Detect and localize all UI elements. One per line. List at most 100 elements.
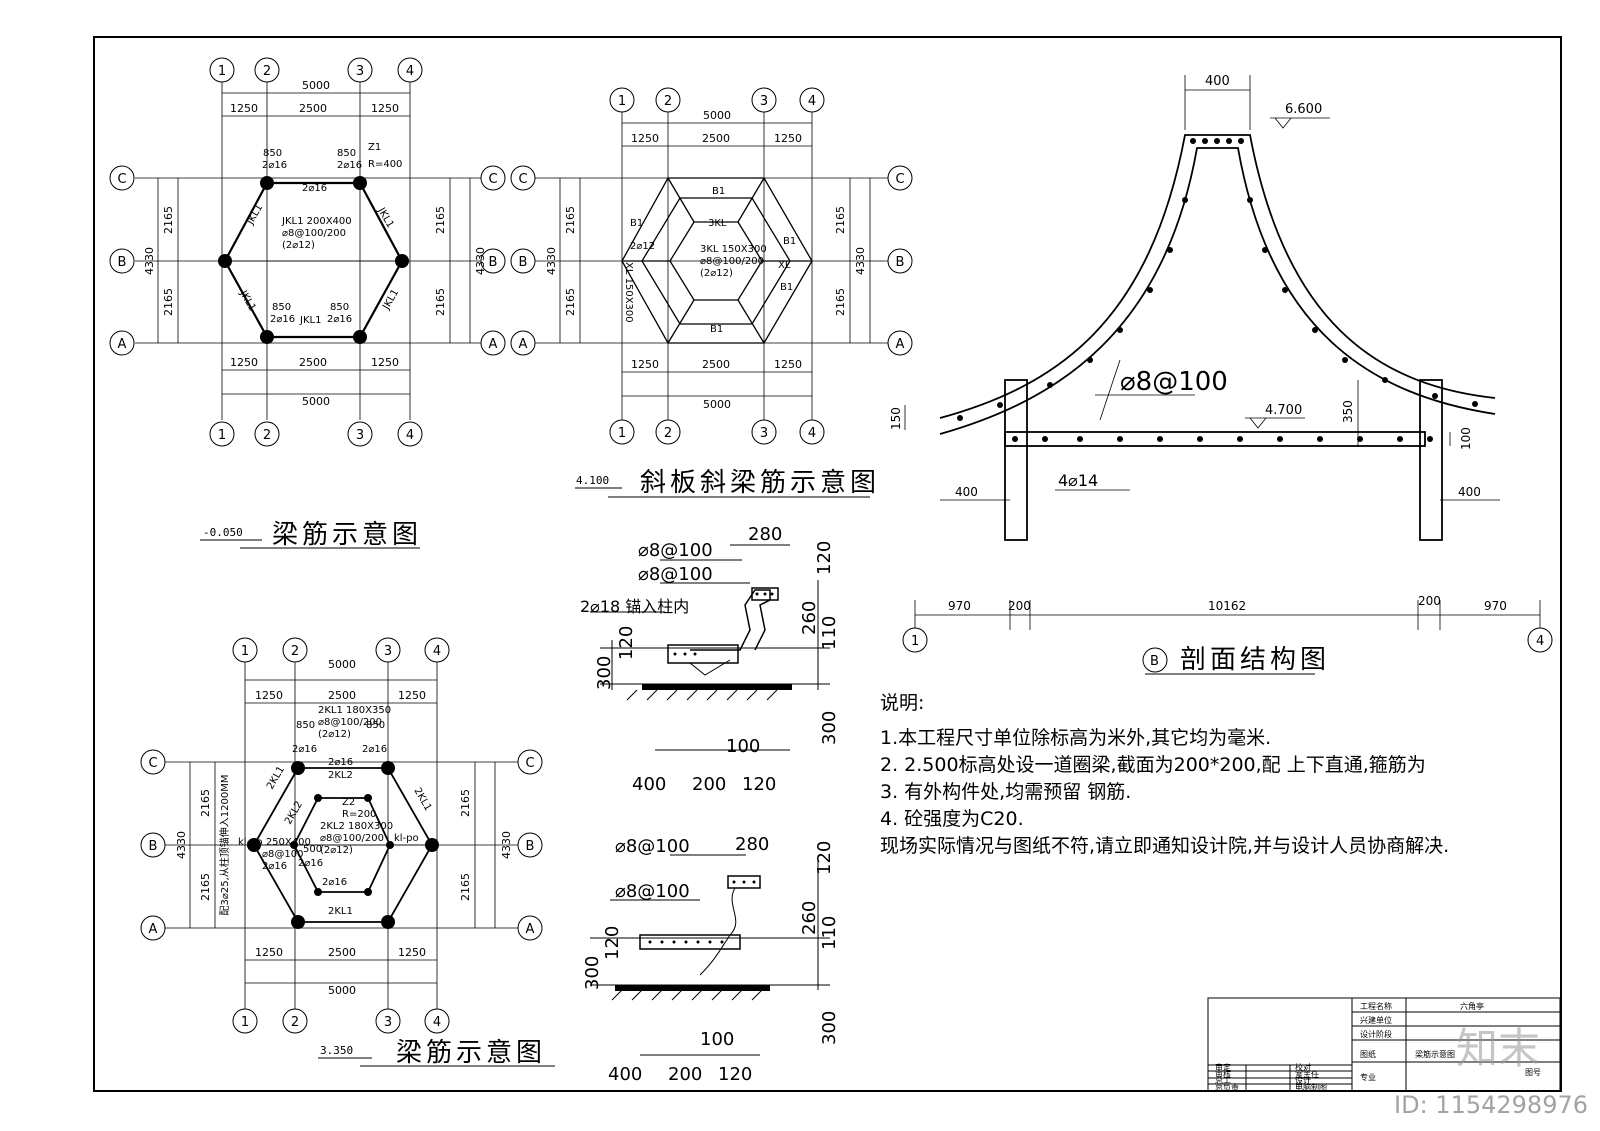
- p3-col-2-bot: 2: [291, 1015, 299, 1030]
- d2-dim-110: 110: [819, 916, 840, 950]
- tb-left-2: 总工: [1215, 1075, 1231, 1085]
- note-1: 1.本工程尺寸单位除标高为米外,其它均为毫米.: [880, 727, 1272, 749]
- p1-col-4-top: 4: [406, 64, 414, 79]
- tb-right-2: 设计阶段: [1360, 1029, 1392, 1039]
- p2-title: 斜板斜梁筋示意图: [640, 468, 880, 498]
- plan-3: 1 2 3 4 1 2 3 4 C B A C B A 5000 1250 25…: [140, 637, 555, 1068]
- p2-label-3kl: 3KL 150X300: [700, 244, 767, 255]
- p3-dim-total-bot: 5000: [328, 984, 356, 997]
- p2-row-b-right: B: [896, 255, 905, 270]
- watermark-id: ID: 1154298976: [1394, 1091, 1588, 1119]
- p3-label-2kl2-top: 2KL2: [328, 770, 353, 781]
- p3-label-2d16-e: 2⌀16: [322, 877, 347, 888]
- note-3: 3. 有外构件处,均需预留 钢筋.: [880, 781, 1132, 803]
- p2-row-c-right: C: [895, 172, 904, 187]
- p2-label-b1-d: B1: [710, 324, 723, 335]
- tb-right-4: 专业: [1360, 1072, 1376, 1082]
- d2-dim-280: 280: [735, 834, 769, 855]
- p3-label-2kl1: 2KL1 180X350: [318, 705, 391, 716]
- sec-rebar: ⌀8@100: [1120, 367, 1228, 397]
- p2-label-b1-a: B1: [630, 218, 643, 229]
- p1-row-b-right: B: [489, 255, 498, 270]
- sec-rebar-bottom: 4⌀14: [1058, 471, 1098, 490]
- sec-axis-4: 4: [1536, 634, 1544, 649]
- p3-label-2kl1-bot: 2KL1: [328, 906, 353, 917]
- p3-label-2d16-b: 2⌀16: [362, 744, 387, 755]
- p3-label-stirrup-a: ⌀8@100/200: [318, 717, 382, 728]
- p3-col-3-bot: 3: [384, 1015, 392, 1030]
- p2-dim-x3-bot: 1250: [774, 358, 802, 371]
- p1-dim-total-bot: 5000: [302, 395, 330, 408]
- p3-row-c-left: C: [148, 756, 157, 771]
- p1-label-850-a: 850: [263, 148, 282, 159]
- p3-side-note: 配3⌀25,从柱顶锚伸入1200MM: [218, 775, 231, 916]
- p1-label-jkl1-bottom: JKL1: [299, 315, 321, 326]
- p3-row-a-right: A: [526, 922, 535, 937]
- p2-label-b1-b: B1: [783, 236, 796, 247]
- p2-dim-y1-left: 2165: [564, 206, 577, 234]
- d1-rebar-b: ⌀8@100: [638, 564, 713, 585]
- sec-dim-100: 100: [1459, 427, 1473, 450]
- sec-top-width: 400: [1205, 74, 1230, 89]
- p1-col-2-top: 2: [263, 64, 271, 79]
- p1-label-2d16-d: 2⌀16: [270, 314, 295, 325]
- p1-title-elev: -0.050: [203, 526, 243, 539]
- p2-dim-x1-top: 1250: [631, 132, 659, 145]
- p3-label-stirrup-c: ⌀8@100: [262, 849, 303, 860]
- p1-label-jkl1-main: JKL1 200X400: [281, 216, 352, 227]
- tb-left-1: 审核: [1215, 1069, 1231, 1079]
- p1-dim-x2-bot: 2500: [299, 356, 327, 369]
- p1-col-4-bot: 4: [406, 428, 414, 443]
- p2-label-xl-right: XL: [778, 260, 791, 271]
- p3-dim-x3-bot: 1250: [398, 946, 426, 959]
- sec-dim-10162: 10162: [1208, 599, 1246, 613]
- d1-dim-200: 200: [692, 774, 726, 795]
- p1-label-850-c: 850: [272, 302, 291, 313]
- p2-dim-y2-right: 2165: [834, 288, 847, 316]
- sec-dim-350: 350: [1341, 400, 1355, 423]
- d2-dim-120-a: 120: [814, 841, 835, 875]
- p1-dim-y2-right: 2165: [434, 288, 447, 316]
- tb-mid-0: 校对: [1295, 1062, 1311, 1072]
- p3-dim-y1-left: 2165: [199, 789, 212, 817]
- p1-dim-x3-bot: 1250: [371, 356, 399, 369]
- d2-dim-200: 200: [668, 1064, 702, 1085]
- tb-mid-1: 室主任: [1295, 1069, 1319, 1079]
- note-4: 4. 砼强度为C20.: [880, 808, 1024, 830]
- p3-label-2d12-b: (2⌀12): [320, 845, 353, 856]
- eave-detail-1: 280 ⌀8@100 ⌀8@100 2⌀18 锚入柱内 120 260 110 …: [580, 524, 840, 795]
- p2-dim-total-top: 5000: [703, 109, 731, 122]
- d2-rebar-b: ⌀8@100: [615, 881, 690, 902]
- sec-dim-200-left: 200: [1008, 599, 1031, 613]
- d2-dim-300-a: 300: [582, 956, 603, 990]
- p3-label-2kl2-left: 2KL2: [283, 799, 305, 826]
- note-5: 现场实际情况与图纸不符,请立即通知设计院,并与设计人员协商解决.: [880, 835, 1450, 857]
- note-2: 2. 2.500标高处设一道圈梁,截面为200*200,配 上下直通,箍筋为: [880, 754, 1426, 776]
- d1-dim-100: 100: [726, 736, 760, 757]
- p1-label-850-d: 850: [330, 302, 349, 313]
- p1-label-r400: R=400: [368, 159, 402, 170]
- p3-dim-x1-top: 1250: [255, 689, 283, 702]
- sec-dim-150: 150: [889, 407, 903, 430]
- d1-rebar-a: ⌀8@100: [638, 540, 713, 561]
- p3-label-850-a: 850: [296, 720, 315, 731]
- sec-mid-elev: 4.700: [1265, 403, 1302, 418]
- d1-dim-120-a: 120: [814, 541, 835, 575]
- p3-label-z2: Z2: [342, 797, 355, 808]
- p2-dim-x2-top: 2500: [702, 132, 730, 145]
- tb-left-0: 审定: [1215, 1062, 1231, 1072]
- p1-col-1-bot: 1: [218, 428, 226, 443]
- p3-col-1-bot: 1: [241, 1015, 249, 1030]
- p2-dim-x3-top: 1250: [774, 132, 802, 145]
- p3-col-2-top: 2: [291, 644, 299, 659]
- p1-row-c-left: C: [117, 172, 126, 187]
- eave-detail-2: 280 ⌀8@100 ⌀8@100 120 260 110 120 300 30…: [582, 834, 840, 1085]
- p2-col-2-bot: 2: [664, 426, 672, 441]
- d2-dim-260: 260: [799, 901, 820, 935]
- p1-col-3-bot: 3: [356, 428, 364, 443]
- p2-col-4-top: 4: [808, 94, 816, 109]
- tb-right-1: 兴建单位: [1360, 1015, 1392, 1025]
- sec-dim-970-right: 970: [1484, 599, 1507, 613]
- p1-dim-y1-left: 2165: [162, 206, 175, 234]
- p3-col-1-top: 1: [241, 644, 249, 659]
